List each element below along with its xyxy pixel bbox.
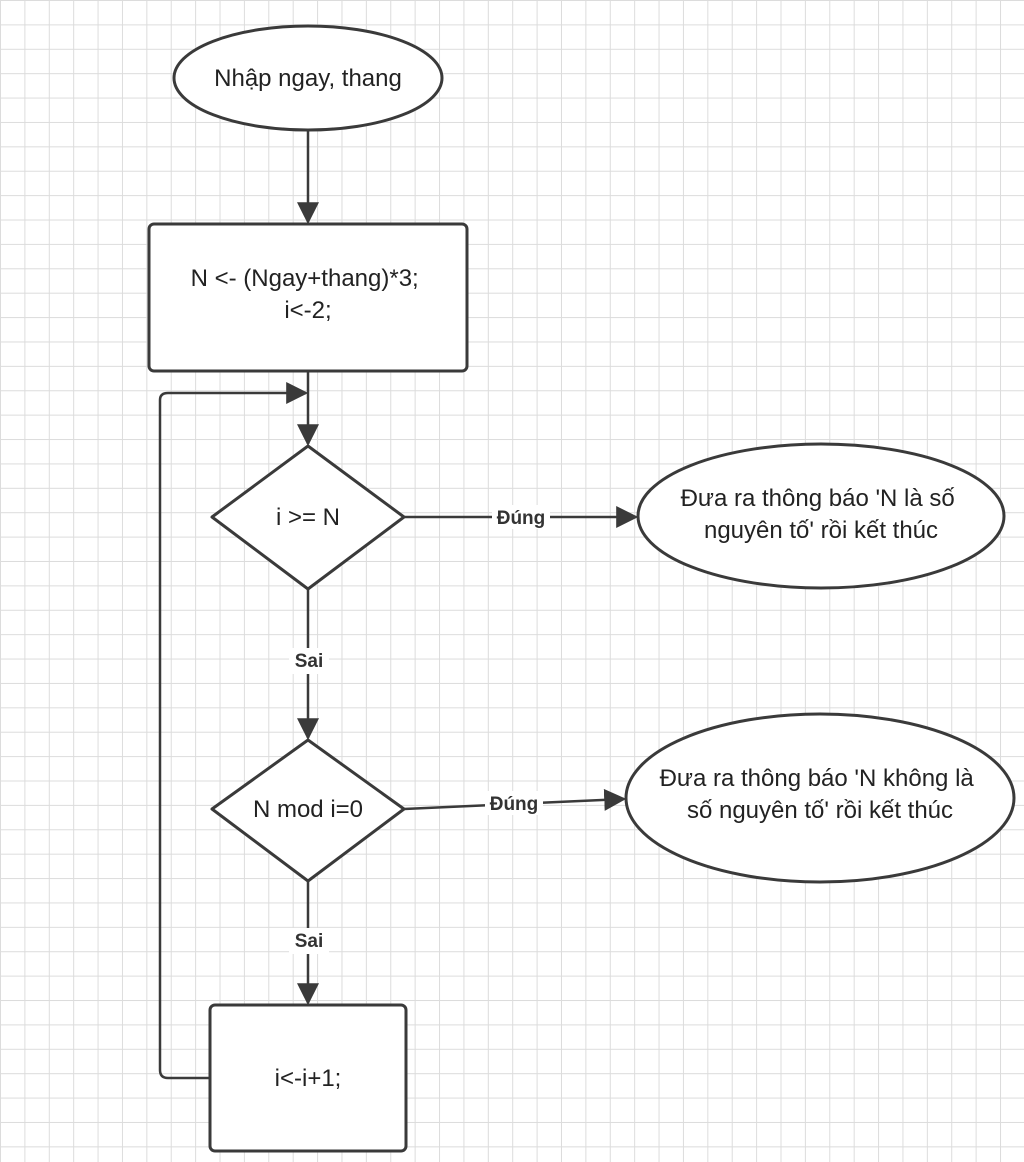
svg-text:N mod i=0: N mod i=0 <box>253 796 363 823</box>
node-input-line: Nhập ngay, thang <box>214 65 402 92</box>
edge-label-bg <box>289 648 329 674</box>
edge-loop-back <box>158 382 309 1080</box>
svg-text:i >= N: i >= N <box>276 504 340 531</box>
svg-text:Đưa ra thông báo 'N là số: Đưa ra thông báo 'N là số nguyên tố' rồi… <box>681 485 962 544</box>
node-increment: i<-i+1; <box>208 1003 408 1153</box>
edge-label-ge-true: Đúng <box>497 508 546 529</box>
node-cond-ge-line: i >= N <box>276 504 340 531</box>
edge-label-mod-true: Đúng <box>490 794 539 815</box>
edge-label-mod-false: Sai <box>295 931 324 952</box>
node-not-prime-out: Đưa ra thông báo 'N không là số nguyên t… <box>624 712 1016 884</box>
edge-label-bg <box>492 505 550 529</box>
node-cond-mod: N mod i=0 <box>210 738 406 883</box>
node-prime-out-line-1: Đưa ra thông báo 'N là số <box>681 485 955 512</box>
node-not-prime-out-line-2: số nguyên tố' rồi kết thúc <box>687 797 953 824</box>
edge-label-bg <box>289 928 329 954</box>
node-init-line-1: N <- (Ngay+thang)*3; <box>191 265 419 292</box>
node-increment-line: i<-i+1; <box>275 1065 342 1092</box>
svg-text:N <- (Ngay+thang)*3; i<-: N <- (Ngay+thang)*3; i<-2; <box>191 265 426 324</box>
svg-text:Đưa ra thông báo 'N không là: Đưa ra thông báo 'N không là số nguyên t… <box>660 765 981 824</box>
node-init-line-2: i<-2; <box>284 297 331 324</box>
svg-text:i<-i+1;: i<-i+1; <box>275 1065 342 1092</box>
edge-label-ge-false: Sai <box>295 651 324 672</box>
node-prime-out: Đưa ra thông báo 'N là số nguyên tố' rồi… <box>636 442 1006 590</box>
node-not-prime-out-line-1: Đưa ra thông báo 'N không là <box>660 765 975 792</box>
node-cond-mod-line: N mod i=0 <box>253 796 363 823</box>
node-init: N <- (Ngay+thang)*3; i<-2; <box>147 222 469 373</box>
edge-label-bg <box>485 791 543 815</box>
node-prime-out-line-2: nguyên tố' rồi kết thúc <box>704 517 938 544</box>
svg-text:Nhập ngay, thang: Nhập ngay, thang <box>214 65 402 92</box>
node-cond-ge: i >= N <box>210 444 406 591</box>
node-input: Nhập ngay, thang <box>172 24 444 132</box>
